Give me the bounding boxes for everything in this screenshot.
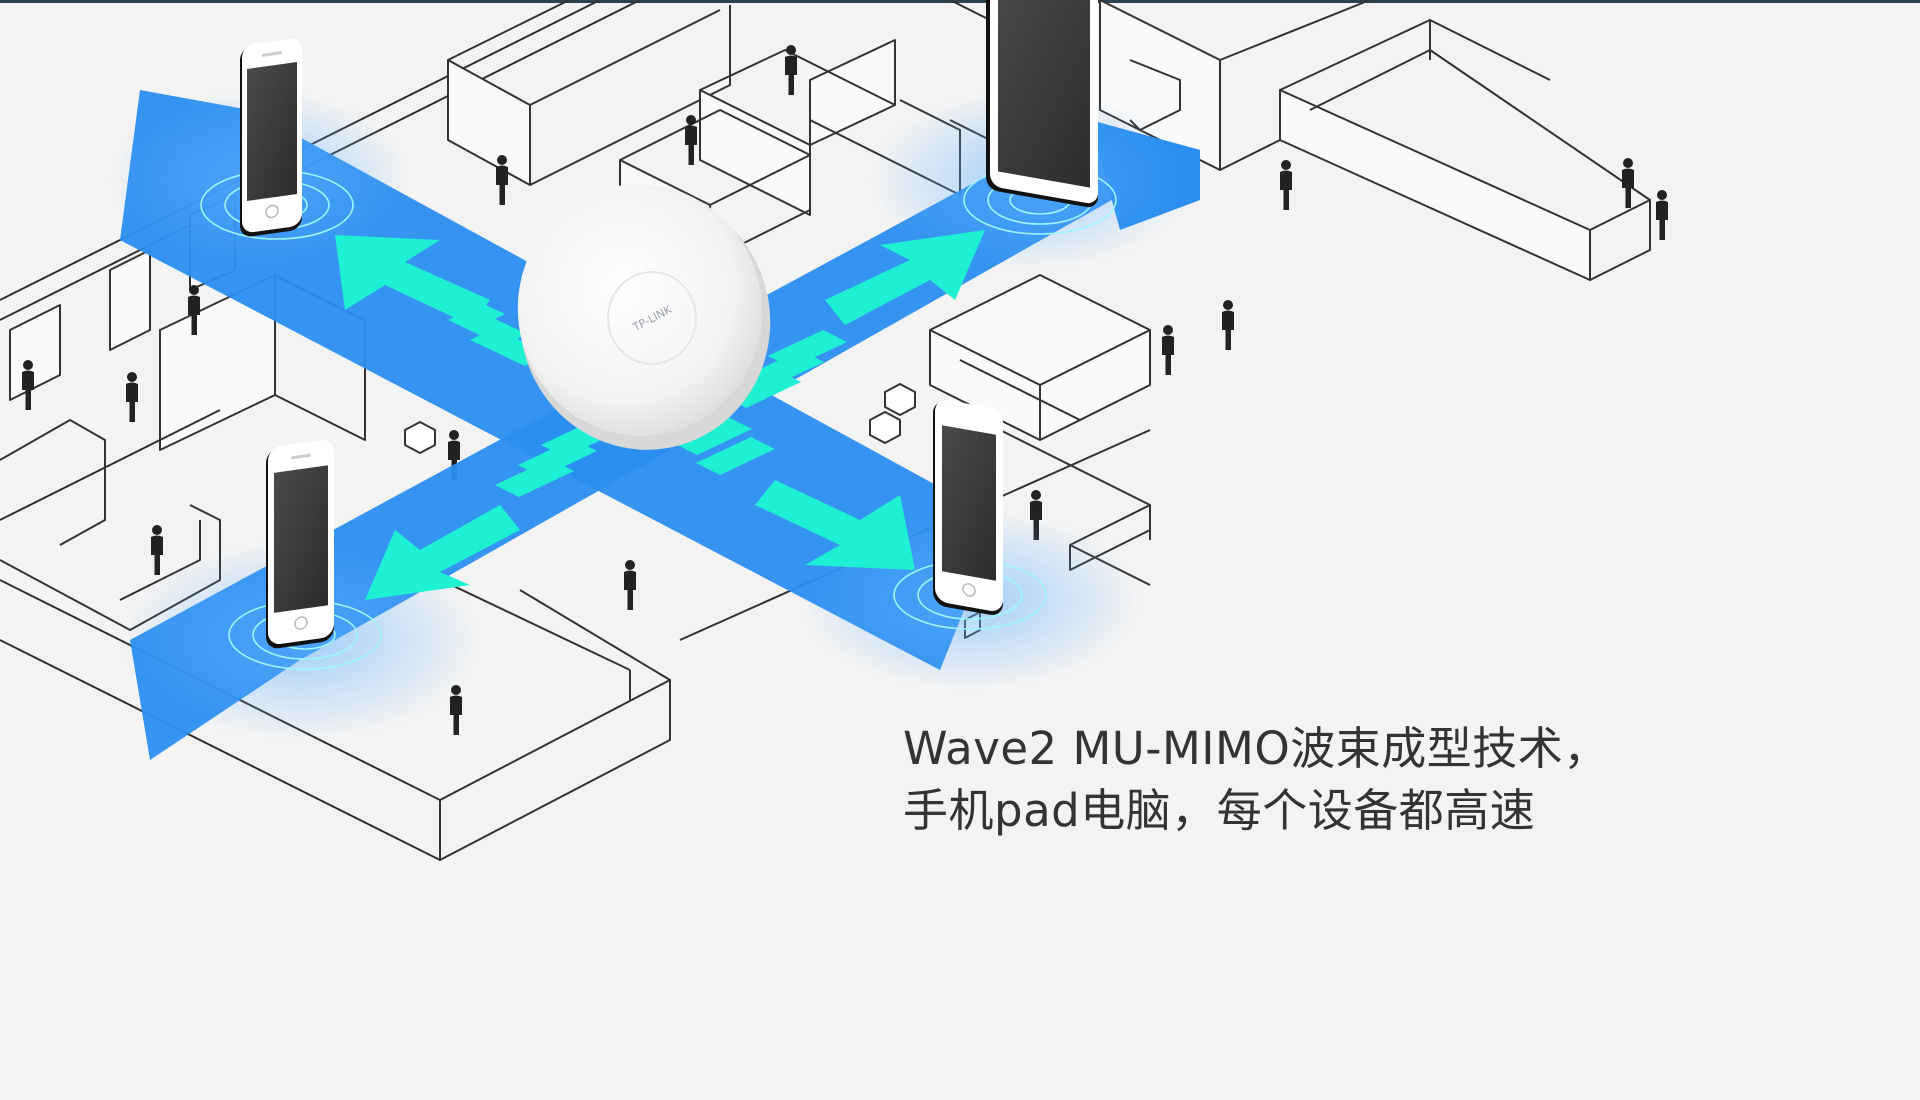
people-silhouettes <box>22 45 1668 735</box>
phone-icon <box>240 38 302 237</box>
top-border-rule <box>0 0 1920 3</box>
person-icon <box>126 372 138 422</box>
caption-line-1: Wave2 MU-MIMO波束成型技术， <box>903 722 1609 775</box>
person-icon <box>1280 160 1292 210</box>
person-icon <box>624 560 636 610</box>
tablet-icon <box>986 0 1098 208</box>
person-icon <box>1622 158 1634 208</box>
person-icon <box>151 525 163 575</box>
person-icon <box>785 45 797 95</box>
person-icon <box>188 285 200 335</box>
phone-icon <box>933 400 1003 615</box>
person-icon <box>22 360 34 410</box>
person-icon <box>685 115 697 165</box>
caption-line-2: 手机pad电脑，每个设备都高速 <box>903 784 1536 837</box>
feature-caption: Wave2 MU-MIMO波束成型技术， 手机pad电脑，每个设备都高速 <box>903 718 1609 842</box>
person-icon <box>496 155 508 205</box>
person-icon <box>1656 190 1668 240</box>
person-icon <box>1222 300 1234 350</box>
wireless-access-point-icon: TP-LINK <box>517 184 771 450</box>
phone-icon <box>266 440 334 649</box>
person-icon <box>1162 325 1174 375</box>
